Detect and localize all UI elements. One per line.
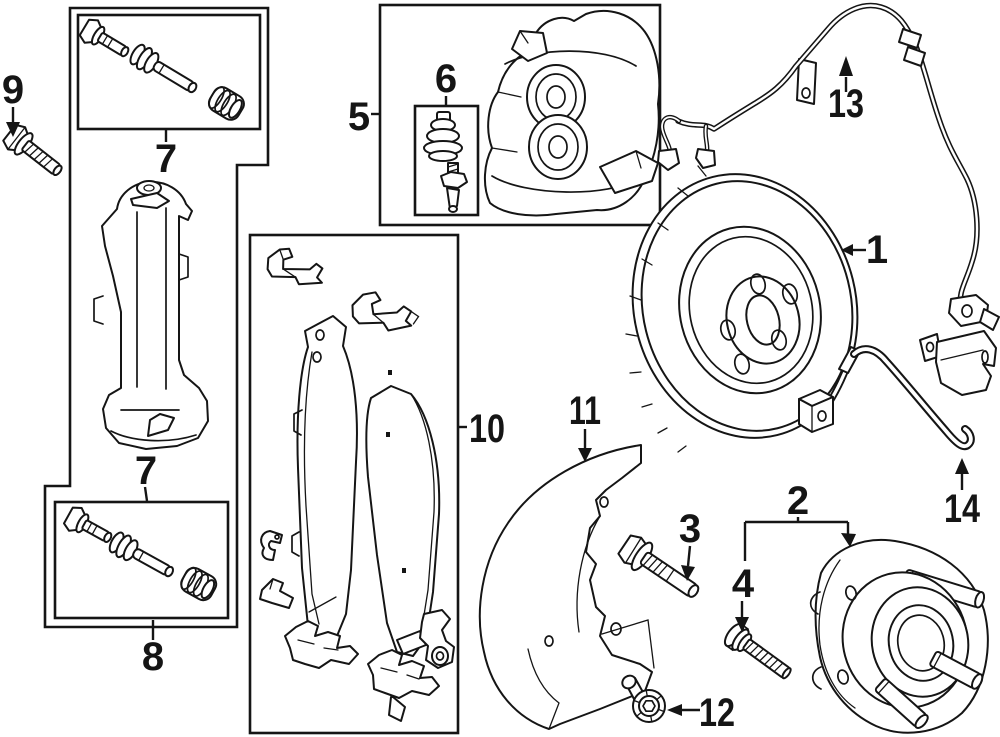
- caliper-anchor-bracket[interactable]: [93, 180, 209, 450]
- caliper-mount-bolt[interactable]: [616, 531, 706, 606]
- brake-pad-kit[interactable]: [259, 244, 455, 722]
- hub-stud: [929, 650, 984, 690]
- brake-pad-inner: [365, 370, 441, 657]
- brake-pad-outer: [291, 315, 358, 642]
- guide-pin-kit-top[interactable]: [78, 16, 248, 123]
- pad-kit-box: [248, 233, 460, 735]
- pad-abutment-clip: [284, 620, 359, 669]
- hub-bearing-assembly[interactable]: [809, 539, 989, 734]
- guide-pin-box-top: [76, 13, 262, 131]
- callout-5-label[interactable]: 5: [348, 95, 370, 139]
- callout-4-label[interactable]: 4: [732, 562, 755, 606]
- callout-3-arrowhead: [681, 565, 695, 581]
- callout-10-label[interactable]: 10: [469, 407, 505, 451]
- shield-bolt[interactable]: [620, 673, 666, 723]
- callout-6-label[interactable]: 6: [435, 57, 457, 101]
- callout-7-bottom-leader: [143, 486, 149, 502]
- callout-3-leader: [686, 545, 692, 567]
- guide-pin-kit-bottom[interactable]: [62, 504, 219, 603]
- callout-2-label[interactable]: 2: [787, 479, 809, 523]
- pad-hardware-clip: [260, 530, 283, 561]
- bleeder-valve[interactable]: [423, 111, 468, 213]
- brake-rotor[interactable]: [605, 150, 885, 462]
- callout-13-arrowhead: [839, 56, 853, 76]
- caliper-piston: [528, 114, 588, 180]
- pad-abutment-clip: [367, 649, 440, 722]
- pad-wear-clip: [419, 609, 455, 669]
- callout-11-arrowhead: [578, 448, 592, 462]
- callouts: 9 7 7 8 10 11 5 6 1 13 14 3 12 2: [2, 56, 981, 735]
- splash-shield[interactable]: [478, 444, 655, 730]
- callout-9-arrowhead: [6, 122, 20, 137]
- brake-hose[interactable]: [798, 330, 997, 451]
- hose-bracket: [919, 330, 997, 396]
- guide-pin-box-bottom: [53, 500, 230, 620]
- callout-14-arrowhead: [955, 458, 969, 474]
- callout-7-top-label[interactable]: 7: [155, 137, 177, 181]
- callout-8-label[interactable]: 8: [142, 635, 164, 679]
- callout-11-label[interactable]: 11: [569, 389, 601, 433]
- callout-1-label[interactable]: 1: [866, 228, 888, 272]
- callout-2-arrowhead: [841, 533, 856, 547]
- bracket-mount-bolt[interactable]: [1, 122, 69, 183]
- pad-hardware-clip: [259, 578, 294, 609]
- callout-14-label[interactable]: 14: [944, 487, 981, 531]
- callout-3-label[interactable]: 3: [679, 507, 701, 551]
- pad-retainer-clip: [266, 247, 324, 286]
- callout-7-bottom-label[interactable]: 7: [135, 449, 157, 493]
- callout-4-arrowhead: [735, 617, 749, 632]
- callout-1-arrowhead: [841, 244, 853, 256]
- callout-12-arrowhead: [667, 704, 682, 716]
- hub-stud: [874, 678, 929, 729]
- wheel-stud[interactable]: [722, 621, 797, 685]
- abs-sensor-harness[interactable]: [657, 2, 1000, 331]
- kit-box-left-outer: [43, 6, 270, 629]
- brake-caliper[interactable]: [484, 9, 661, 217]
- pad-retainer-clip: [351, 291, 420, 332]
- callout-9-label[interactable]: 9: [2, 68, 24, 112]
- callout-2-bracket: [743, 517, 850, 561]
- callout-12-label[interactable]: 12: [699, 691, 735, 735]
